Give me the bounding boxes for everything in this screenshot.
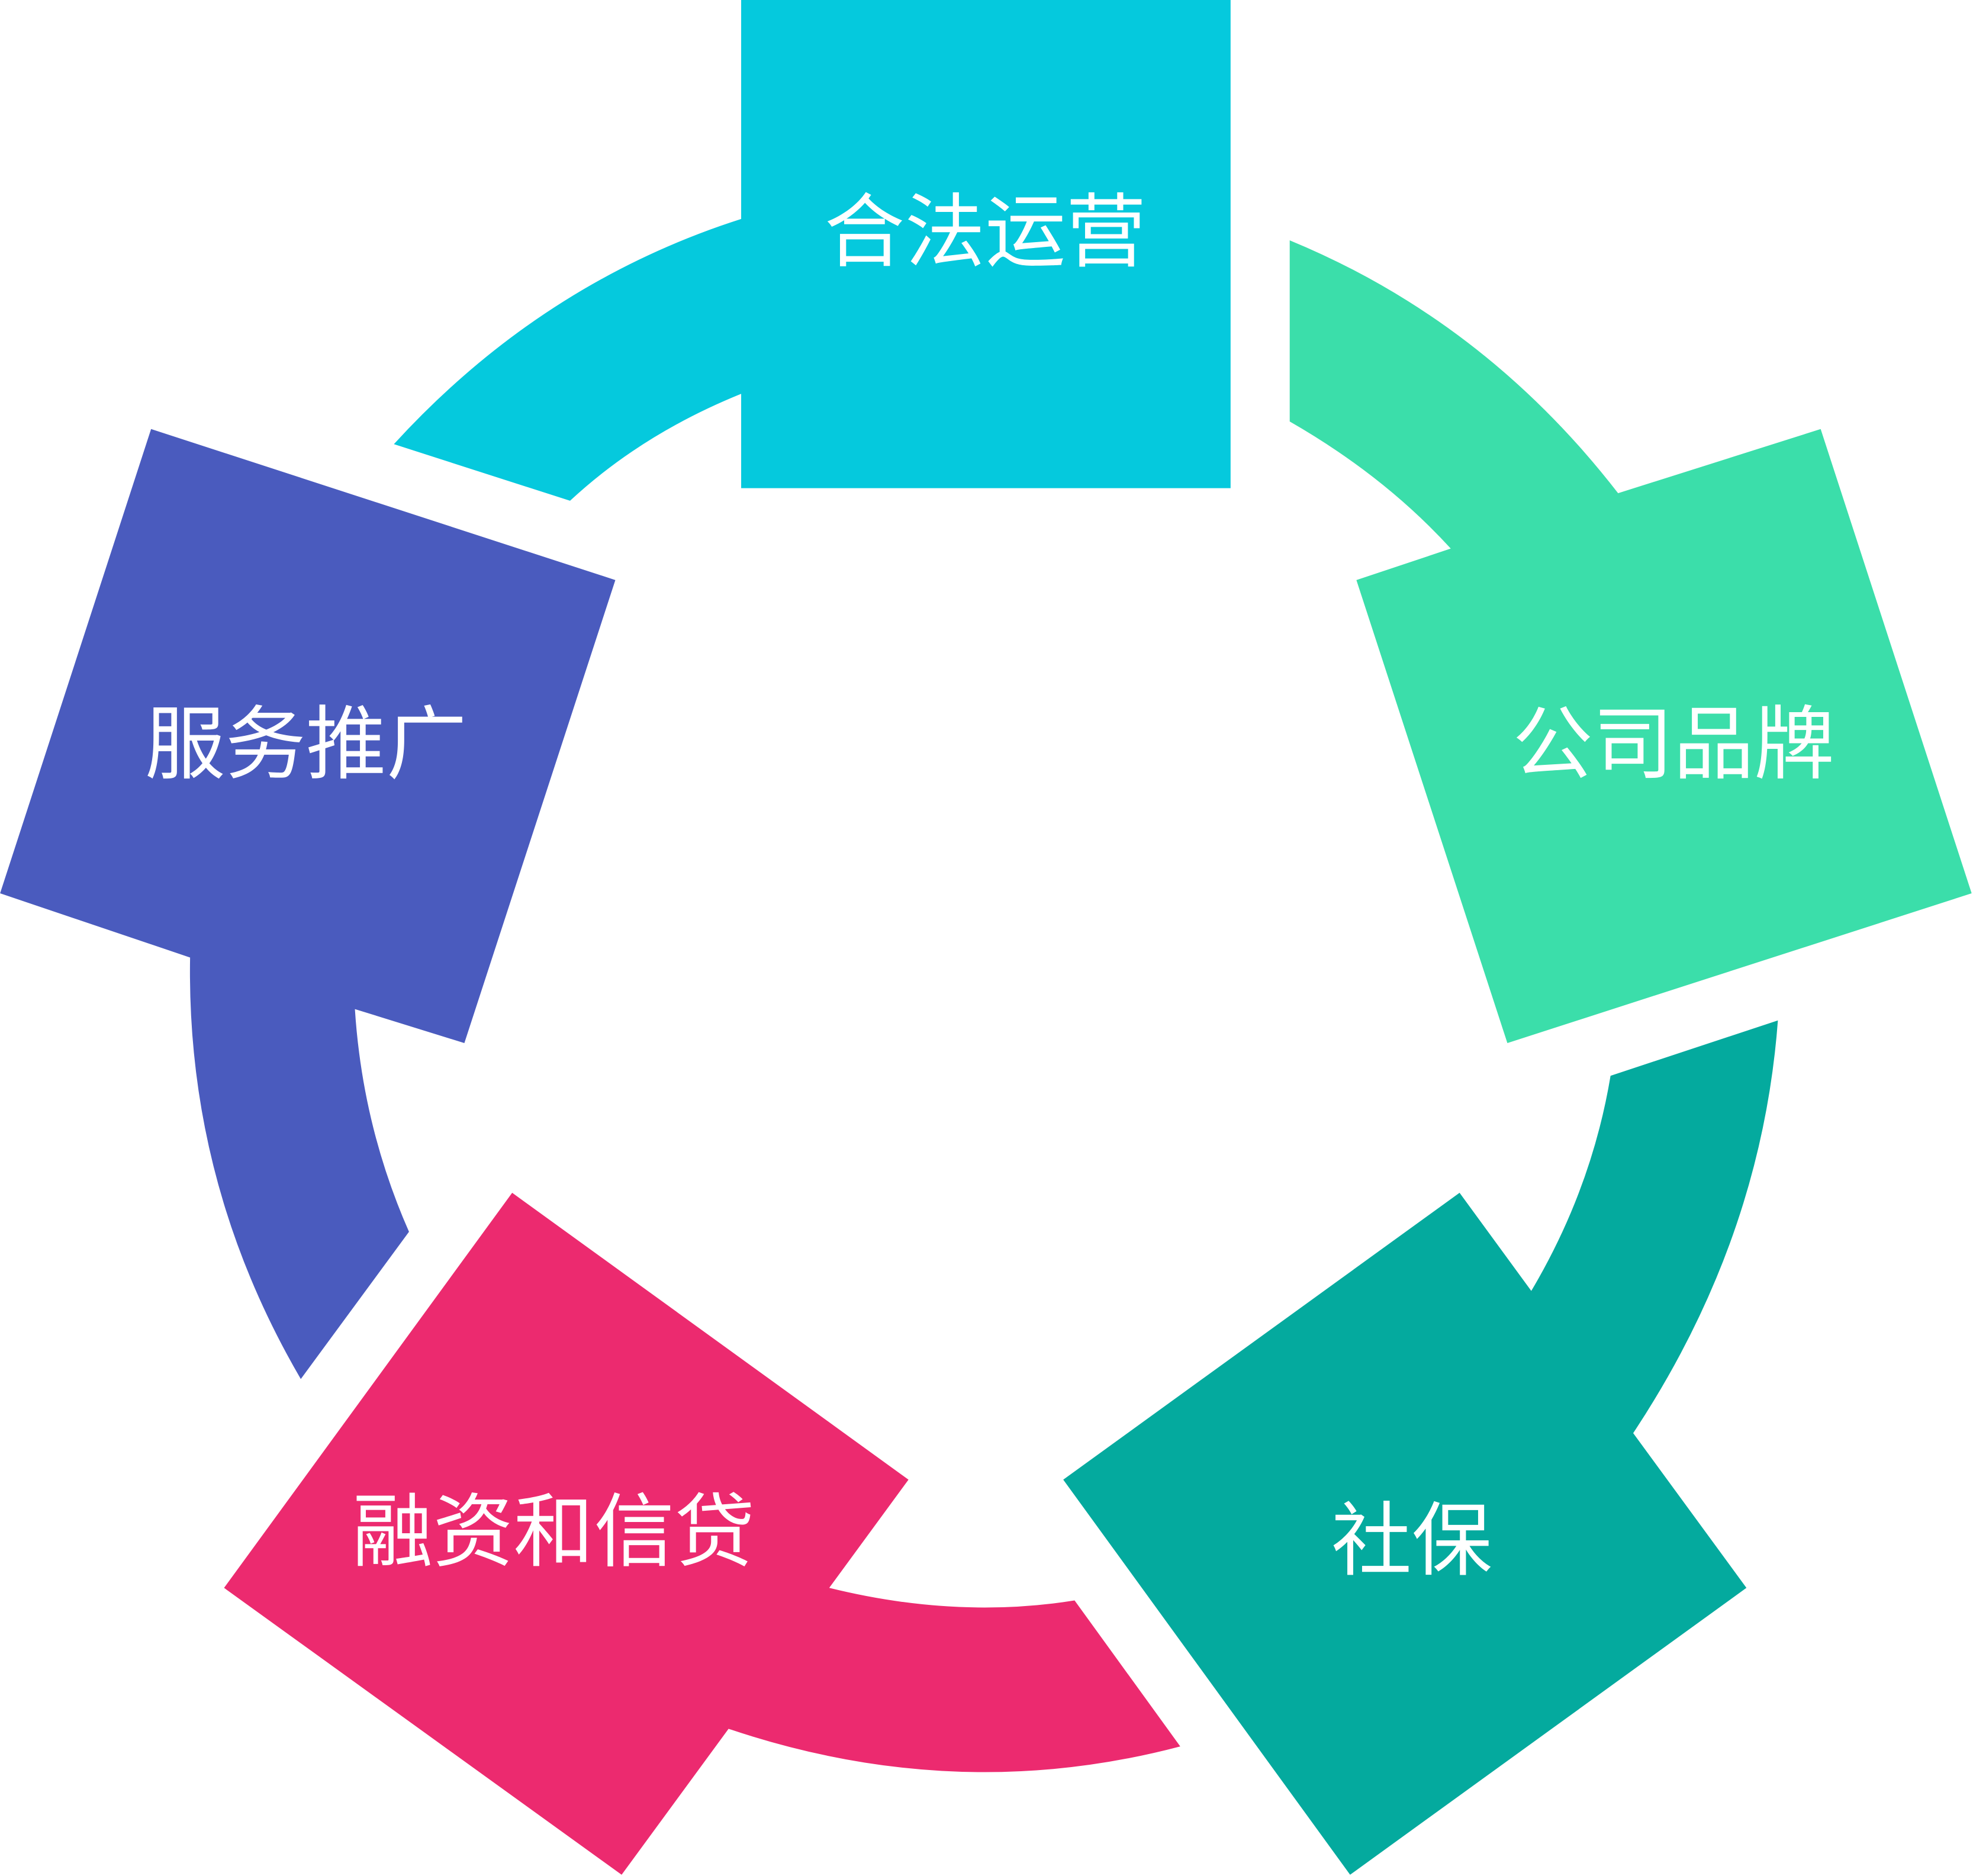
segment-social-security: [1063, 1020, 1778, 1875]
segment-financing-credit: [224, 1192, 1180, 1875]
label-legal-operation: 合法运营: [824, 186, 1146, 279]
label-social-security: 社保: [1331, 1495, 1492, 1588]
segment-service-promotion: [0, 429, 616, 1379]
label-company-brand: 公司品牌: [1512, 698, 1834, 791]
label-service-promotion: 服务推广: [145, 698, 467, 791]
segment-legal-operation: [394, 0, 1231, 501]
segment-company-brand: [1289, 240, 1972, 1043]
label-financing-credit: 融资和信贷: [352, 1486, 755, 1579]
